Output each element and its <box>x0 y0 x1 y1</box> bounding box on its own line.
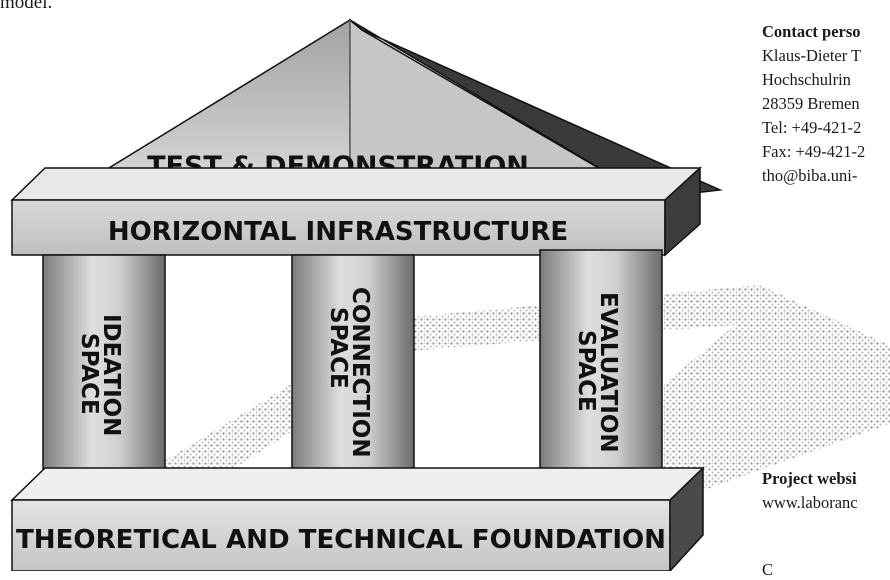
base-label: THEORETICAL AND TECHNICAL FOUNDATION <box>16 525 666 555</box>
caption-fragment: model. <box>0 0 53 13</box>
contact-fax: Fax: +49-421-2 <box>762 142 866 161</box>
base-plinth <box>10 466 705 571</box>
contact-street: Hochschulrin <box>762 70 851 89</box>
website-block: Project websi www.laboranc <box>762 467 858 515</box>
website-url[interactable]: www.laboranc <box>762 493 858 512</box>
contact-heading: Contact perso <box>762 22 861 41</box>
pillar-evaluation-line1: EVALUATION <box>595 292 621 453</box>
contact-block: Contact perso Klaus-Dieter T Hochschulri… <box>762 20 865 188</box>
bottom-fragment: C <box>762 560 774 579</box>
pillar-ideation: IDEATION SPACE <box>42 254 166 491</box>
pillar-connection: CONNECTION SPACE <box>291 254 415 491</box>
pillar-evaluation-line2: SPACE <box>573 330 599 412</box>
pillar-connection-line2: SPACE <box>325 307 351 389</box>
pillar-evaluation: EVALUATION SPACE <box>539 249 663 491</box>
contact-email[interactable]: tho@biba.uni- <box>762 166 858 185</box>
contact-city: 28359 Bremen <box>762 94 860 113</box>
beam-label: HORIZONTAL INFRASTRUCTURE <box>108 217 568 247</box>
contact-name: Klaus-Dieter T <box>762 46 862 65</box>
pillar-ideation-line1: IDEATION <box>98 314 124 436</box>
contact-phone: Tel: +49-421-2 <box>762 118 862 137</box>
pillar-connection-line1: CONNECTION <box>347 287 373 458</box>
beam <box>10 166 702 257</box>
website-heading: Project websi <box>762 469 857 488</box>
pillar-ideation-line2: SPACE <box>76 333 102 415</box>
